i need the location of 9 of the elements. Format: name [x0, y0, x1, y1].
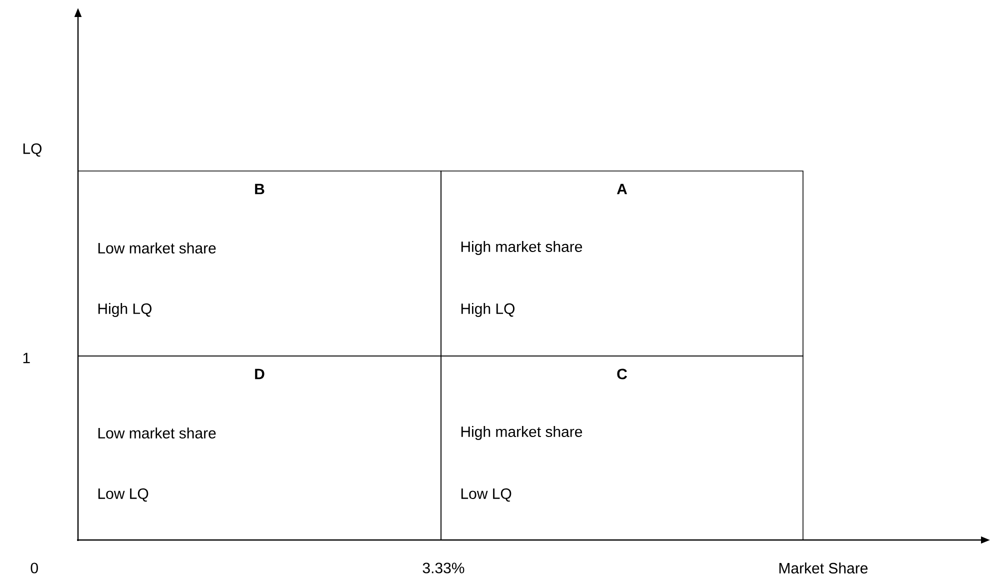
- axis-label: 1: [23, 352, 30, 364]
- axis-label: 3.33%: [422, 562, 464, 574]
- quadrant-box: A High market share High LQ: [440, 170, 804, 356]
- axis-label: 0: [30, 562, 38, 574]
- quadrant-box: B Low market share High LQ: [78, 170, 442, 356]
- quadrant-box: D Low market share Low LQ: [78, 356, 442, 540]
- axis-label: Market Share: [779, 562, 868, 574]
- quadrant-box: C High market share Low LQ: [440, 356, 804, 540]
- axis-label: LQ: [23, 143, 42, 157]
